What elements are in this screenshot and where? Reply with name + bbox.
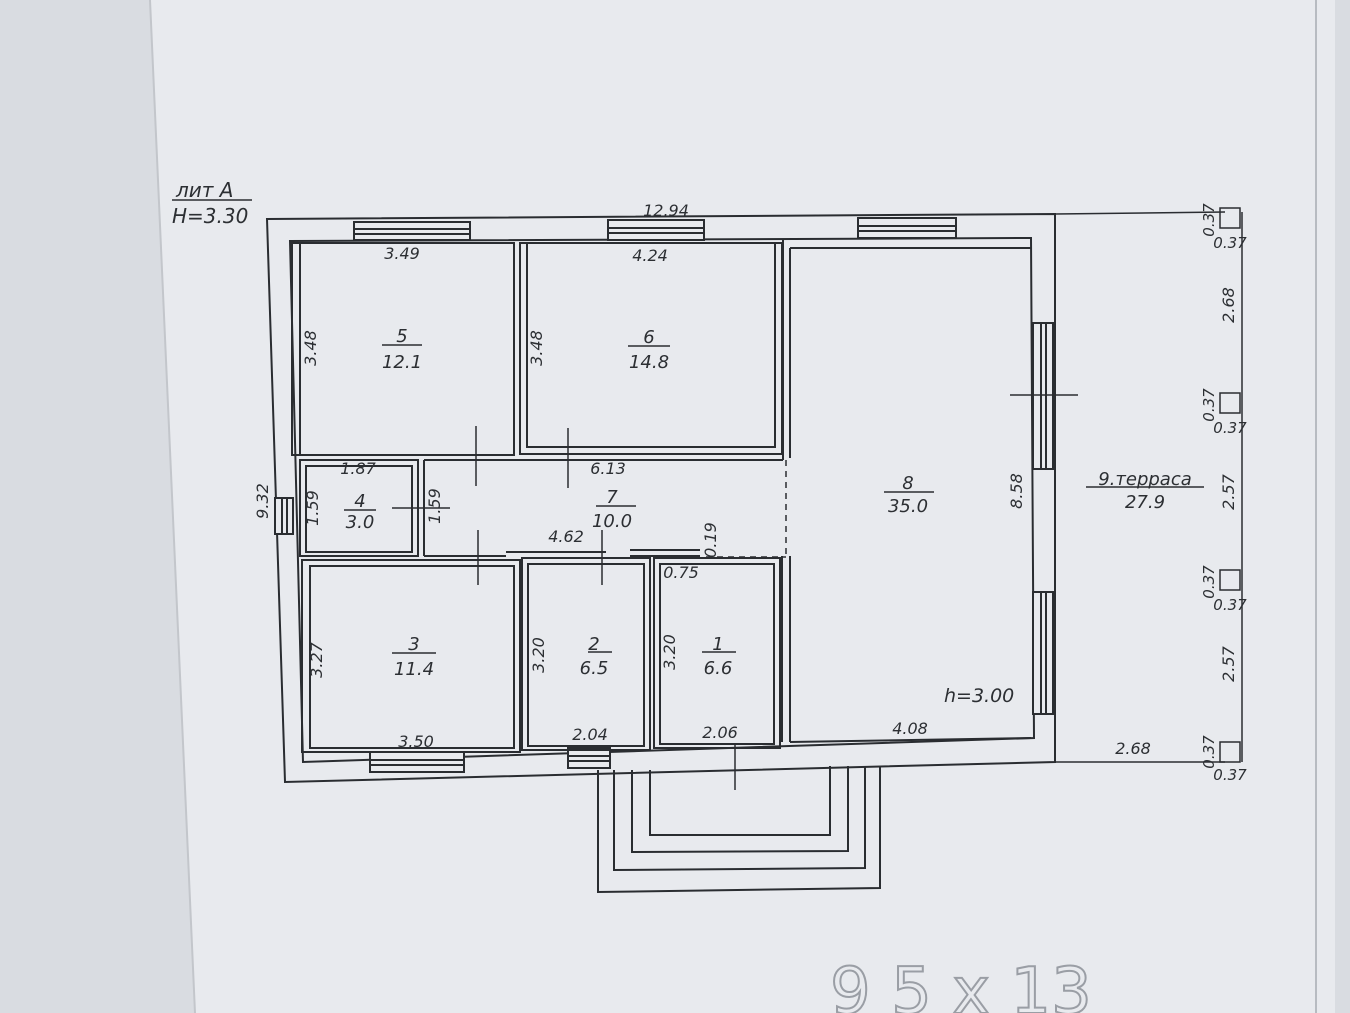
dim-overall-width: 12.94	[643, 201, 689, 220]
dim-wall-019: 0.19	[701, 522, 720, 558]
door-marks	[392, 394, 1078, 790]
dim-terrace-seg2: 2.57	[1219, 473, 1238, 509]
windows	[274, 217, 1054, 773]
dim-hall-top: 6.13	[590, 459, 626, 478]
room-4-area: 3.0	[346, 512, 375, 533]
dim-hall-bottom: 4.62	[548, 527, 584, 546]
room-1-number: 1	[712, 634, 723, 655]
column-1-size-v: 0.37	[1200, 203, 1218, 237]
dim-room1-depth: 3.20	[660, 634, 679, 670]
dim-room5-width: 3.49	[384, 244, 420, 263]
column-2-size-v: 0.37	[1200, 388, 1218, 422]
dim-room6-depth: 3.48	[527, 330, 546, 366]
room-5-number: 5	[396, 326, 407, 347]
room-8-height: h=3.00	[944, 685, 1014, 707]
dim-room5-depth: 3.48	[301, 330, 320, 366]
dim-terrace-width: 2.68	[1115, 739, 1151, 758]
paper-fold-line	[149, 0, 196, 1013]
dim-room1-width: 2.06	[702, 723, 738, 742]
terrace-outline	[1054, 207, 1243, 763]
room-2-number: 2	[588, 634, 599, 655]
dim-room3-width: 3.50	[398, 732, 434, 751]
height-label: H=3.30	[172, 204, 248, 228]
dim-room3-depth: 3.27	[307, 641, 326, 677]
room-6-number: 6	[643, 327, 654, 348]
room-6-area: 14.8	[629, 352, 669, 373]
room-9-label: 9.терраса	[1098, 469, 1192, 490]
room-1-area: 6.6	[704, 658, 733, 679]
interior-walls	[291, 240, 1032, 753]
dim-room8-depth: 8.58	[1007, 473, 1026, 509]
room-5-area: 12.1	[382, 352, 422, 373]
dim-room2-width: 2.04	[572, 725, 608, 744]
handwritten-note: 9 5 x 13	[830, 955, 1092, 1013]
dim-room4-depth-right: 1.59	[425, 488, 444, 524]
room-7-number: 7	[606, 487, 618, 508]
room-3-area: 11.4	[394, 659, 434, 680]
lit-label: лит А	[175, 178, 233, 202]
column-2-size-h: 0.37	[1213, 419, 1247, 437]
room-8-number: 8	[902, 473, 913, 494]
fraction-bars	[344, 344, 1204, 654]
room-7-area: 10.0	[592, 511, 632, 532]
dim-terrace-seg1: 2.68	[1219, 287, 1238, 323]
column-3-size-h: 0.37	[1213, 596, 1247, 614]
column-1-size-h: 0.37	[1213, 234, 1247, 252]
room-9-area: 27.9	[1125, 492, 1165, 513]
room-4-number: 4	[354, 491, 365, 512]
dim-terrace-seg3: 2.57	[1219, 645, 1238, 681]
column-labels: 0.37 0.37 0.37 0.37 0.37 0.37 0.37 0.37	[1200, 203, 1247, 784]
column-3-size-v: 0.37	[1200, 565, 1218, 599]
room-3-number: 3	[408, 634, 419, 655]
dim-wall-075: 0.75	[663, 563, 699, 582]
dim-room4-width: 1.87	[340, 459, 376, 478]
column-4-size-v: 0.37	[1200, 735, 1218, 769]
porch-steps	[597, 766, 881, 894]
dim-room8-width: 4.08	[892, 719, 928, 738]
room-8-area: 35.0	[888, 496, 928, 517]
dim-room4-depth-left: 1.59	[303, 490, 322, 526]
column-4-size-h: 0.37	[1213, 766, 1247, 784]
dashed-boundaries	[706, 460, 787, 558]
dim-room2-depth: 3.20	[529, 637, 548, 673]
dim-room6-width: 4.24	[632, 246, 668, 265]
room-2-area: 6.5	[580, 658, 609, 679]
dim-overall-depth: 9.32	[253, 483, 272, 519]
